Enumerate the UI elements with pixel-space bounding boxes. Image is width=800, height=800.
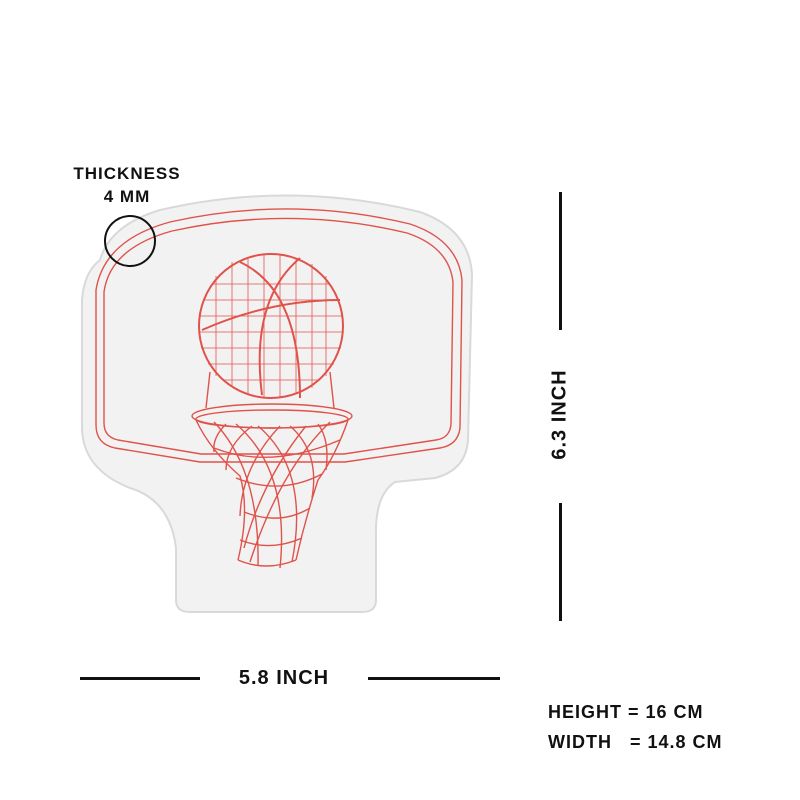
spec-height: HEIGHT = 16 CM	[548, 702, 704, 722]
height-dimension-line-bottom	[559, 503, 562, 621]
thickness-indicator-circle	[104, 215, 156, 267]
thickness-value: 4 MM	[103, 187, 151, 206]
hoop-net-icon	[191, 371, 353, 569]
thickness-title: THICKNESS	[73, 164, 181, 183]
width-dimension-label: 5.8 INCH	[238, 667, 330, 689]
height-dimension-label: 6.3 INCH	[548, 369, 571, 460]
backboard-outline	[95, 208, 463, 463]
height-dimension-line-top	[559, 192, 562, 330]
width-dimension-line-right	[368, 677, 500, 680]
width-dimension-line-left	[80, 677, 200, 680]
spec-width: WIDTH = 14.8 CM	[548, 732, 723, 752]
basketball-icon	[198, 253, 344, 399]
